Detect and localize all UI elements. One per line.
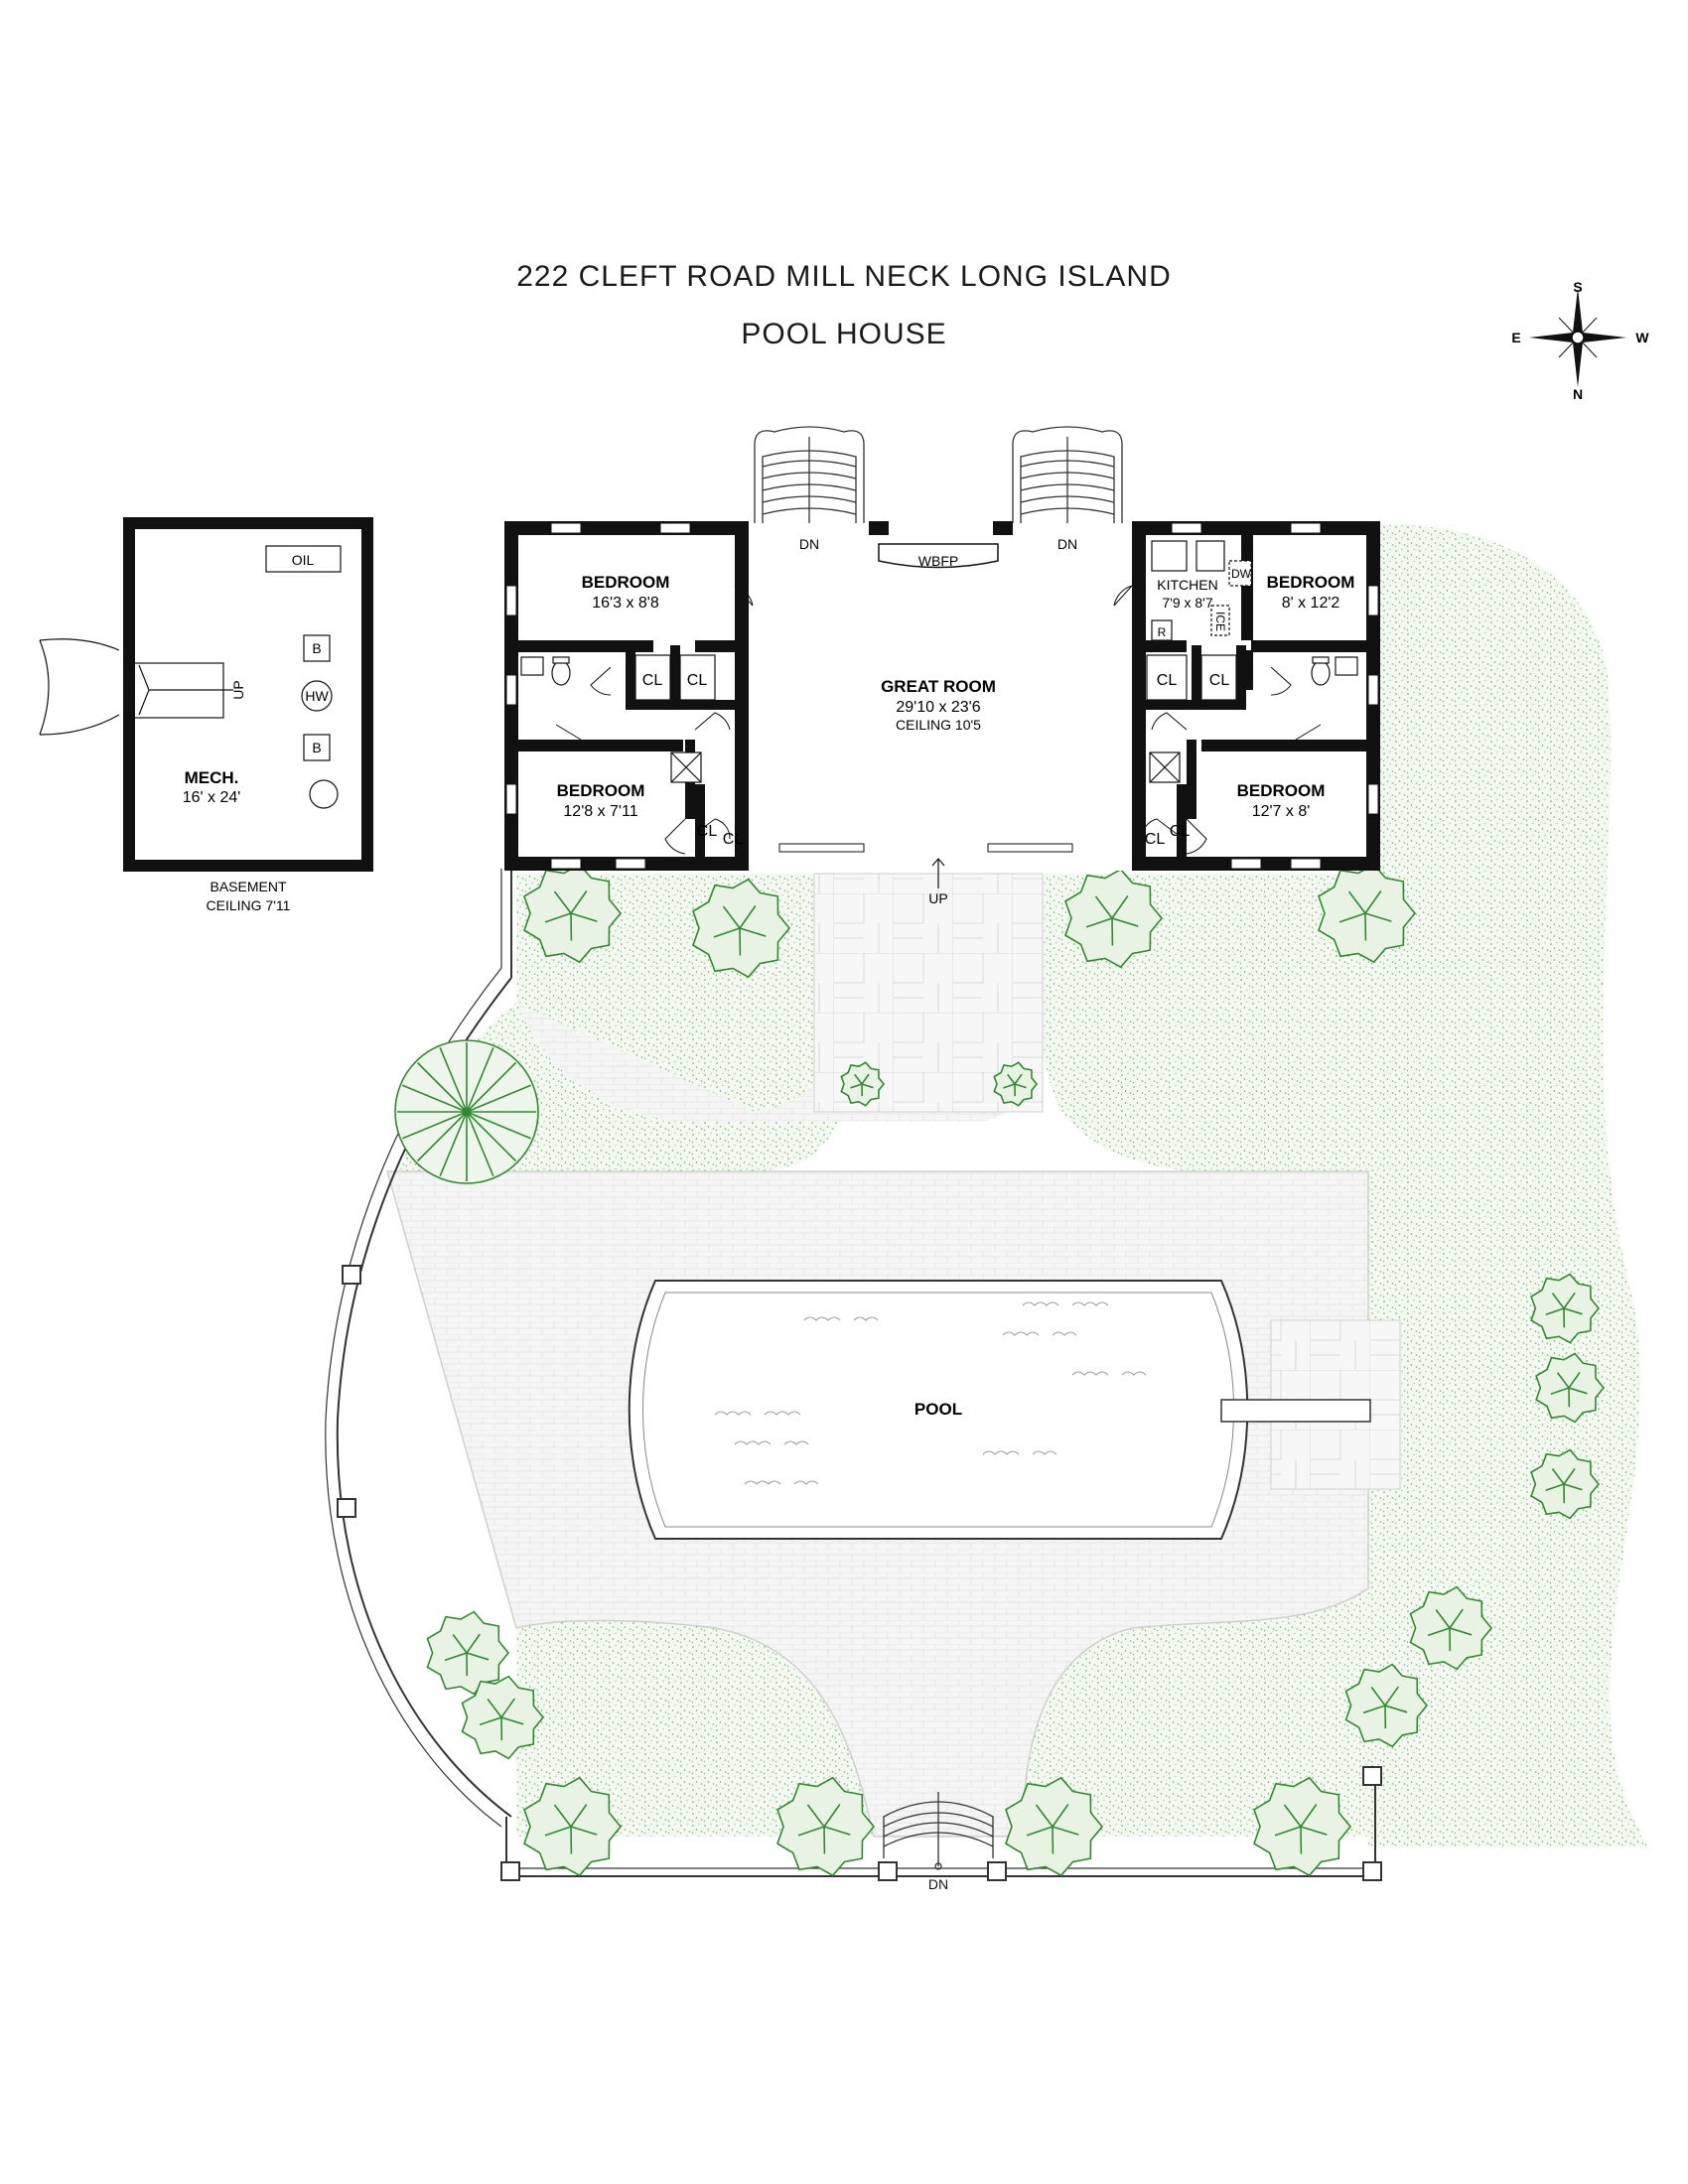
bedroom-sw-name: BEDROOM [557,781,645,800]
closet-label: CL [1157,672,1178,689]
stair-dn-east: DN [1057,536,1077,552]
closet-label: CL [1170,823,1191,840]
shrub-9 [1530,1448,1601,1520]
pool-house: WBFP DN DN [504,426,1380,906]
mech-up-label: UP [230,680,246,699]
fireplace [878,543,999,569]
shrub-12 [426,1610,510,1696]
lawn-north-east [1023,1588,1368,1837]
shrub-8 [1535,1352,1606,1424]
compass-n: N [1573,386,1583,402]
kitchen-name: KITCHEN [1157,577,1217,593]
shrub-17 [1253,1776,1352,1877]
closet-label: CL [697,823,718,840]
mech-dims: 16' x 24' [183,789,241,806]
shrub-16 [1005,1776,1104,1877]
hot-water-label: HW [305,688,329,704]
trees [394,863,1606,1877]
compass-s: S [1573,279,1582,295]
bedroom-ne-name: BEDROOM [1267,573,1355,592]
pool: POOL [628,1280,1371,1540]
stair-dn-west: DN [799,536,819,552]
closet-label: CL [642,672,663,689]
refrigerator-label: R [1158,625,1167,639]
great-room-dims: 29'10 x 23'6 [896,699,980,716]
windows [505,522,1379,870]
shrub-4 [1318,863,1417,964]
closet-label: CL [723,831,744,848]
ice-label: ICE [1213,612,1227,631]
great-room-name: GREAT ROOM [881,677,996,696]
shrub-3 [1064,868,1164,969]
oil-tank-label: OIL [292,552,315,568]
canopy-tree [394,1039,539,1184]
plan-subtitle: POOL HOUSE [741,318,947,350]
shrub-11 [1344,1663,1429,1748]
shrub-1 [523,863,623,964]
boiler-label: B [312,740,321,755]
bedroom-se-dims: 12'7 x 8' [1252,803,1311,820]
compass-e: E [1511,330,1520,345]
compass-rose: S E W N [1511,279,1649,402]
shrub-14 [523,1776,623,1877]
bedroom-nw-dims: 16'3 x 8'8 [592,595,659,612]
mech-room: OIL B HW B MECH. 16' x 24' UP BASEMENT C… [39,517,373,913]
plan-title: 222 CLEFT ROAD MILL NECK LONG ISLAND [516,260,1172,293]
dishwasher-label: DW [1231,567,1252,581]
south-steps: DN [883,1792,994,1892]
pool-label: POOL [914,1400,962,1419]
bedroom-sw-dims: 12'8 x 7'11 [563,803,637,820]
shrub-5 [840,1061,886,1107]
great-room-ceiling: CEILING 10'5 [896,717,981,733]
fireplace-label: WBFP [918,553,958,569]
north-steps [754,426,1123,531]
closet-label: CL [1209,672,1230,689]
shrub-7 [1530,1273,1601,1344]
shrub-6 [993,1061,1039,1107]
bedroom-se-name: BEDROOM [1237,781,1326,800]
mech-name: MECH. [185,768,239,787]
lawn-east [1365,524,1648,1846]
shrub-15 [776,1776,876,1877]
closet-label: CL [1145,831,1166,848]
kitchen-dims: 7'9 x 8'7 [1162,595,1212,611]
south-dn-label: DN [928,1876,948,1892]
front-up-label: UP [928,890,947,906]
basement-label: BASEMENT [210,879,286,894]
closet-label: CL [687,672,708,689]
compass-w: W [1635,330,1649,345]
shrub-13 [461,1675,545,1760]
bedroom-ne-dims: 8' x 12'2 [1282,595,1340,612]
shrub-2 [692,878,791,979]
boiler-label: B [312,640,321,656]
shrub-10 [1409,1585,1493,1671]
diving-board [1220,1399,1371,1423]
lawn-north-west [516,1620,874,1837]
bedroom-nw-name: BEDROOM [582,573,670,592]
basement-ceiling: CEILING 7'11 [207,897,291,913]
